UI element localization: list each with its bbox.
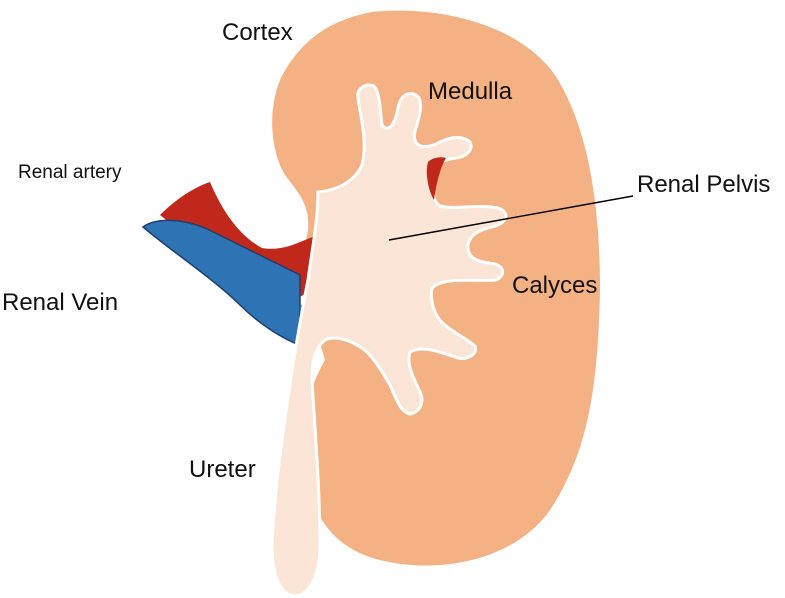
medulla-label: Medulla	[428, 78, 513, 105]
medulla-notch	[426, 157, 446, 200]
renal-vein-shape	[141, 219, 301, 347]
calyces-label: Calyces	[512, 272, 598, 299]
renal-pelvis-shape	[270, 83, 508, 598]
renal-vein-label: Renal Vein	[2, 289, 119, 316]
renal-pelvis-leader-line	[388, 195, 634, 241]
ureter-label: Ureter	[189, 456, 256, 483]
renal-artery-label: Renal artery	[18, 162, 122, 183]
cortex-label: Cortex	[222, 19, 293, 46]
renal-pelvis-label: Renal Pelvis	[637, 171, 771, 198]
cortex-shape	[272, 10, 600, 566]
